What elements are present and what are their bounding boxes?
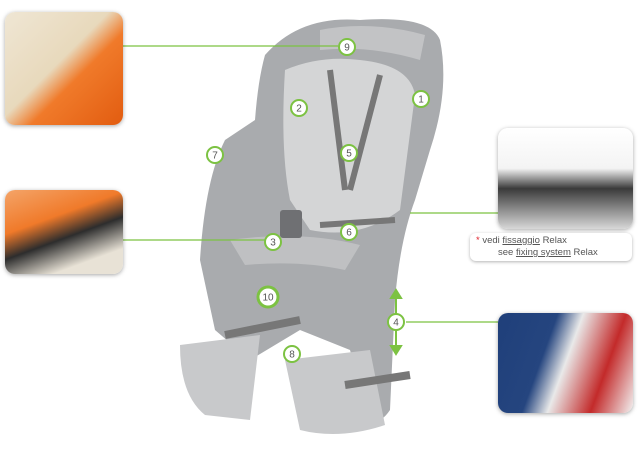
note-text: see — [498, 247, 514, 258]
marker-circle — [387, 313, 405, 331]
marker-1: 1 — [412, 90, 430, 108]
marker-9: 9 — [338, 38, 356, 56]
marker-label: 3 — [270, 238, 276, 249]
marker-circle — [340, 223, 358, 241]
footrest-left — [180, 335, 260, 420]
marker-label: 5 — [346, 149, 352, 160]
marker-4: 4 — [387, 313, 405, 331]
harness-buckle — [280, 210, 302, 238]
note-text: Relax — [542, 235, 567, 246]
marker-circle — [338, 38, 356, 56]
marker-circle — [264, 233, 282, 251]
marker-label: 9 — [344, 43, 350, 54]
marker-label: 7 — [212, 151, 218, 162]
fissaggio-link[interactable]: fissaggio — [502, 235, 540, 246]
marker-3: 3 — [264, 233, 282, 251]
marker-6: 6 — [340, 223, 358, 241]
bike-mounted-photo — [498, 128, 633, 229]
marker-circle — [283, 345, 301, 363]
headrest — [320, 26, 425, 60]
leader-lines — [123, 45, 498, 323]
fixing-strap — [224, 316, 411, 389]
fixing-system-note: * vedi fissaggio Relax see fixing system… — [470, 233, 632, 261]
strap-adjust-photo — [498, 313, 633, 413]
harness-strap — [319, 69, 396, 228]
marker-10: 10 — [256, 285, 280, 309]
marker-circle — [206, 146, 224, 164]
marker-8: 8 — [283, 345, 301, 363]
marker-circle — [340, 144, 358, 162]
note-text: Relax — [573, 247, 598, 258]
footrest-right — [285, 350, 385, 434]
marker-label: 2 — [296, 104, 302, 115]
marker-5: 5 — [340, 144, 358, 162]
asterisk-icon: * — [476, 235, 480, 246]
marker-label: 6 — [346, 228, 352, 239]
headrest-detail-photo — [5, 12, 123, 125]
seat-base — [230, 236, 360, 270]
marker-label: 10 — [262, 293, 274, 304]
marker-label: 1 — [418, 95, 424, 106]
marker-circle — [290, 99, 308, 117]
fixing-system-link[interactable]: fixing system — [515, 247, 571, 258]
marker-7: 7 — [206, 146, 224, 164]
note-text: vedi — [482, 235, 500, 246]
marker-2: 2 — [290, 99, 308, 117]
marker-circle — [256, 285, 280, 309]
buckle-detail-photo — [5, 190, 123, 274]
marker-circle — [412, 90, 430, 108]
adjust-arrow-icon — [389, 288, 403, 356]
marker-label: 8 — [289, 350, 295, 361]
marker-label: 4 — [393, 318, 399, 329]
